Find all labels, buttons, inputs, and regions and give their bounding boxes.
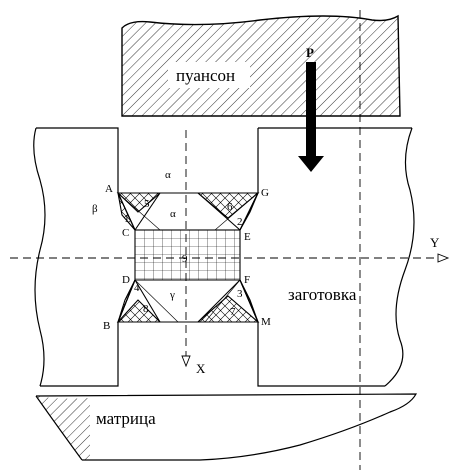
- force-arrow: P: [298, 45, 324, 172]
- die-label: матрица: [96, 409, 156, 428]
- zone-5: 5: [144, 198, 150, 210]
- central-zone: [134, 229, 241, 281]
- point-M: M: [261, 316, 271, 328]
- zone-4: 4: [134, 282, 140, 294]
- axis-x-label: X: [196, 361, 206, 376]
- zone-3: 3: [237, 288, 243, 300]
- point-D: D: [122, 274, 130, 286]
- angle-alpha-top: α: [165, 169, 171, 181]
- axes: [10, 10, 450, 470]
- punch-label: пуансон: [176, 66, 235, 85]
- workpiece-label: заготовка: [288, 285, 357, 304]
- zone-8: 8: [143, 303, 149, 315]
- point-E: E: [244, 231, 251, 243]
- point-F: F: [244, 274, 250, 286]
- zone-1: 1: [124, 213, 130, 225]
- angle-gamma: γ: [169, 289, 175, 301]
- zone-7: 7: [230, 306, 236, 318]
- point-A: A: [105, 183, 113, 195]
- axis-y-label: Y: [430, 235, 440, 250]
- lower-zone: [116, 279, 260, 323]
- point-G: G: [261, 187, 269, 199]
- upper-zone: [116, 192, 260, 231]
- zone-9: 9: [182, 253, 188, 265]
- point-C: C: [122, 227, 129, 239]
- point-B: B: [103, 320, 110, 332]
- punch-label-bg: [168, 62, 250, 88]
- die: матрица: [35, 393, 418, 461]
- zone-6: 6: [227, 201, 233, 213]
- zone-2: 2: [237, 216, 243, 228]
- workpiece: заготовка: [33, 127, 415, 387]
- angle-beta: β: [92, 203, 98, 215]
- angle-alpha-mid: α: [170, 208, 176, 220]
- force-label: P: [306, 45, 314, 60]
- punch: пуансон: [121, 14, 401, 117]
